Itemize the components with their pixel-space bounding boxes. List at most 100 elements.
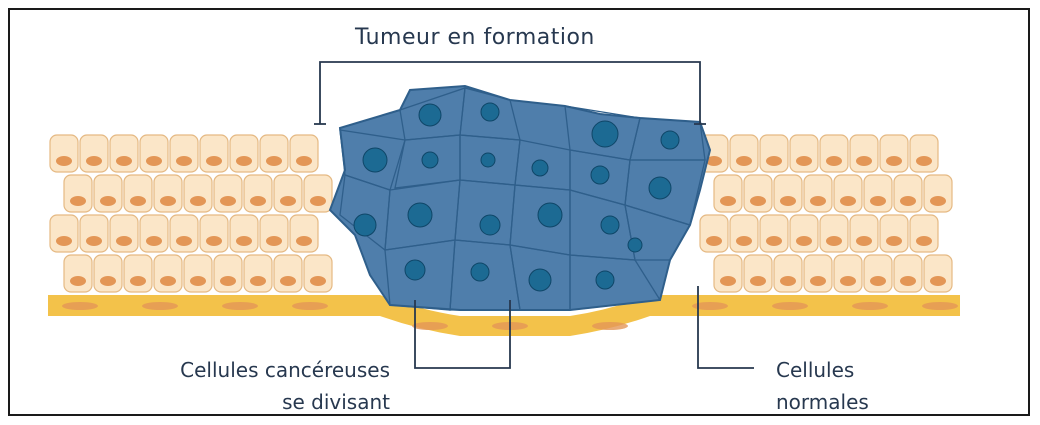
- normal-cell-nucleus: [220, 276, 236, 286]
- normal-cell-nucleus: [296, 236, 312, 246]
- normal-cell: [274, 175, 302, 212]
- tumor-cell-nucleus: [471, 263, 489, 281]
- normal-cell: [804, 255, 832, 292]
- tissue-diagram: [10, 10, 1030, 416]
- normal-cell: [790, 135, 818, 172]
- normal-cell: [184, 175, 212, 212]
- normal-cell-nucleus: [810, 276, 826, 286]
- normal-cell: [124, 175, 152, 212]
- normal-cell-nucleus: [296, 156, 312, 166]
- tumor-cell-nucleus: [354, 214, 376, 236]
- tumor-cell-nucleus: [649, 177, 671, 199]
- normal-cell: [290, 215, 318, 252]
- normal-cell: [274, 255, 302, 292]
- normal-cell: [50, 215, 78, 252]
- normal-cell: [154, 255, 182, 292]
- cancer-cells-label-line2: se divisant: [282, 388, 390, 416]
- normal-cell-nucleus: [736, 156, 752, 166]
- normal-cell-nucleus: [766, 156, 782, 166]
- normal-cell-nucleus: [86, 236, 102, 246]
- normal-cell: [714, 255, 742, 292]
- normal-cell-nucleus: [720, 196, 736, 206]
- normal-cell: [804, 175, 832, 212]
- normal-cell: [894, 255, 922, 292]
- normal-cell: [304, 255, 332, 292]
- normal-cell: [924, 175, 952, 212]
- normal-cell-nucleus: [810, 196, 826, 206]
- normal-cell: [760, 135, 788, 172]
- tumor-cell-nucleus: [481, 153, 495, 167]
- normal-cell: [880, 215, 908, 252]
- normal-cell: [200, 215, 228, 252]
- normal-cell-nucleus: [116, 236, 132, 246]
- normal-cell: [730, 215, 758, 252]
- normal-cell: [184, 255, 212, 292]
- tumor-cell-nucleus: [592, 121, 618, 147]
- normal-cell: [64, 175, 92, 212]
- normal-cell-nucleus: [780, 276, 796, 286]
- normal-cell: [214, 175, 242, 212]
- normal-cell: [730, 135, 758, 172]
- normal-cell-nucleus: [280, 276, 296, 286]
- tumor-cell-nucleus: [538, 203, 562, 227]
- normal-cell-nucleus: [86, 156, 102, 166]
- normal-cell: [50, 135, 78, 172]
- normal-cell: [910, 135, 938, 172]
- normal-cell: [850, 215, 878, 252]
- normal-cell-nucleus: [206, 156, 222, 166]
- tumor-cell-nucleus: [591, 166, 609, 184]
- normal-cell-nucleus: [720, 276, 736, 286]
- normal-cell: [924, 255, 952, 292]
- normal-cell-nucleus: [250, 276, 266, 286]
- normal-cell: [864, 175, 892, 212]
- diagram-frame: Tumeur en formation Cellules cancéreuses…: [8, 8, 1030, 416]
- normal-cell-nucleus: [266, 236, 282, 246]
- tumor-cell-nucleus: [532, 160, 548, 176]
- normal-cell-nucleus: [70, 276, 86, 286]
- normal-cell: [94, 255, 122, 292]
- normal-cell: [244, 255, 272, 292]
- normal-cell-nucleus: [220, 196, 236, 206]
- basal-cell-nucleus: [292, 302, 328, 310]
- normal-cell-nucleus: [130, 196, 146, 206]
- normal-cell: [744, 175, 772, 212]
- normal-cell: [774, 175, 802, 212]
- normal-cell-nucleus: [236, 156, 252, 166]
- normal-cell: [124, 255, 152, 292]
- basal-cell-nucleus: [592, 322, 628, 330]
- normal-cell-nucleus: [916, 236, 932, 246]
- normal-cell-nucleus: [116, 156, 132, 166]
- normal-cell-nucleus: [130, 276, 146, 286]
- normal-cell: [170, 135, 198, 172]
- normal-cell-nucleus: [206, 236, 222, 246]
- normal-cell-nucleus: [100, 196, 116, 206]
- tumor-cell-nucleus: [596, 271, 614, 289]
- tumor-cell-nucleus: [529, 269, 551, 291]
- normal-cell-nucleus: [176, 156, 192, 166]
- basal-cell-nucleus: [62, 302, 98, 310]
- normal-cell-nucleus: [736, 236, 752, 246]
- normal-cell: [850, 135, 878, 172]
- normal-cell: [774, 255, 802, 292]
- normal-cell-nucleus: [56, 236, 72, 246]
- normal-cell: [790, 215, 818, 252]
- normal-cell: [170, 215, 198, 252]
- tumor-cell-nucleus: [628, 238, 642, 252]
- tumor-cell-nucleus: [419, 104, 441, 126]
- normal-cell: [244, 175, 272, 212]
- normal-cell-nucleus: [310, 276, 326, 286]
- normal-cell: [140, 135, 168, 172]
- normal-cell-nucleus: [840, 196, 856, 206]
- normal-cells-label-line1: Cellules: [776, 356, 854, 384]
- normal-cell-nucleus: [236, 236, 252, 246]
- normal-cell: [834, 255, 862, 292]
- normal-cell-nucleus: [750, 276, 766, 286]
- normal-cell-nucleus: [160, 196, 176, 206]
- tumor-cell-nucleus: [422, 152, 438, 168]
- basal-cell-nucleus: [772, 302, 808, 310]
- normal-cell-nucleus: [146, 236, 162, 246]
- normal-cell: [230, 135, 258, 172]
- tumor-title-label: Tumeur en formation: [355, 24, 595, 52]
- normal-cell-nucleus: [310, 196, 326, 206]
- normal-cell: [260, 215, 288, 252]
